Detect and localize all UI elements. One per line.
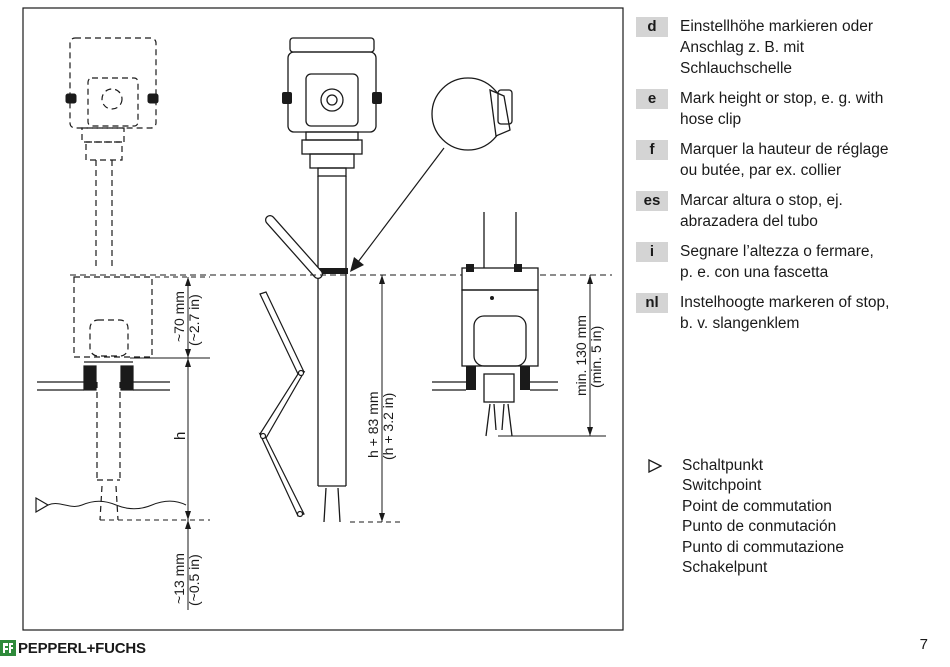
left-sensor-knobs <box>65 93 159 104</box>
liquid-surface-line <box>47 500 187 510</box>
legend-text-f: Marquer la hauteur de réglage ou butée, … <box>680 141 889 179</box>
legend-code-f: f <box>636 140 668 160</box>
left-dimension-arrows <box>185 277 191 529</box>
switchpoint-legend: Schaltpunkt Switchpoint Point de commuta… <box>648 456 844 578</box>
left-dimension-lines <box>100 276 210 610</box>
legend: d Einstellhöhe markieren oder Anschlag z… <box>636 16 936 343</box>
middle-sensor-housing <box>287 37 377 523</box>
right-sensor-fills <box>466 264 530 390</box>
switchpoint-term-es: Punto de conmutación <box>682 518 837 536</box>
detail-pointer-arrowhead <box>350 257 364 272</box>
legend-row-d: d Einstellhöhe markieren oder Anschlag z… <box>636 16 936 79</box>
clip-lever-inner <box>266 216 322 278</box>
triangle-outline-icon <box>648 458 663 474</box>
dim-130-mm-label: min. 130 mm <box>573 315 589 396</box>
legend-text-d: Einstellhöhe markieren oder Anschlag z. … <box>680 18 873 77</box>
legend-code-e: e <box>636 89 668 109</box>
legend-row-nl: nl Instelhoogte markeren of stop, b. v. … <box>636 292 936 334</box>
legend-row-i: i Segnare l’altezza o fermare, p. e. con… <box>636 241 936 283</box>
dim-13-mm-label: ~13 mm <box>171 553 187 604</box>
legend-text-es: Marcar altura o stop, ej. abrazadera del… <box>680 192 843 230</box>
switchpoint-triangle-icon <box>35 496 50 514</box>
dim-130-in-label: (min. 5 in) <box>588 326 604 388</box>
switchpoint-term-de: Schaltpunkt <box>682 457 763 474</box>
brand-name: PEPPERL+FUCHS <box>18 639 146 657</box>
drawing-frame <box>22 7 624 631</box>
pepperl-fuchs-logo-icon <box>0 640 16 656</box>
brand-footer: PEPPERL+FUCHS <box>0 637 146 659</box>
right-dimension-arrows <box>587 275 593 436</box>
dim-h83-mm-label: h + 83 mm <box>365 391 381 458</box>
middle-dimension-lines <box>350 275 400 523</box>
legend-row-f: f Marquer la hauteur de réglage ou butée… <box>636 139 936 181</box>
detail-pointer-line <box>357 147 445 263</box>
switchpoint-term-nl: Schakelpunt <box>682 559 768 577</box>
page-number: 7 <box>919 636 928 653</box>
legend-row-e: e Mark height or stop, e. g. with hose c… <box>636 88 936 130</box>
dim-h-label: h <box>172 432 189 440</box>
legend-code-i: i <box>636 242 668 262</box>
middle-dimension-arrows <box>379 275 385 522</box>
legend-row-es: es Marcar altura o stop, ej. abrazadera … <box>636 190 936 232</box>
dim-h83-in-label: (h + 3.2 in) <box>380 393 396 460</box>
legend-code-d: d <box>636 17 668 37</box>
hose-clip-detail <box>431 77 513 151</box>
dim-70-mm-label: ~70 mm <box>171 291 187 342</box>
legend-text-i: Segnare l’altezza o fermare, p. e. con u… <box>680 243 874 281</box>
dim-70-in-label: (~2.7 in) <box>186 294 202 346</box>
dim-13-in-label: (~0.5 in) <box>186 554 202 606</box>
left-sensor-outline <box>69 37 157 521</box>
legend-code-nl: nl <box>636 293 668 313</box>
folding-rule-illustration <box>258 291 306 518</box>
switchpoint-terms: Schaltpunkt Switchpoint Point de commuta… <box>682 456 844 578</box>
switchpoint-term-fr: Point de commutation <box>682 497 832 515</box>
switchpoint-term-en: Switchpoint <box>682 477 762 495</box>
middle-sensor-knobs <box>282 92 382 274</box>
legend-text-e: Mark height or stop, e. g. with hose cli… <box>680 90 884 128</box>
left-mounting-socket <box>37 361 170 391</box>
legend-text-nl: Instelhoogte markeren of stop, b. v. sla… <box>680 294 890 332</box>
switchpoint-term-it: Punto di commutazione <box>682 538 844 556</box>
right-sensor-section <box>432 212 558 437</box>
legend-code-es: es <box>636 191 668 211</box>
right-dimension-lines <box>498 275 606 437</box>
